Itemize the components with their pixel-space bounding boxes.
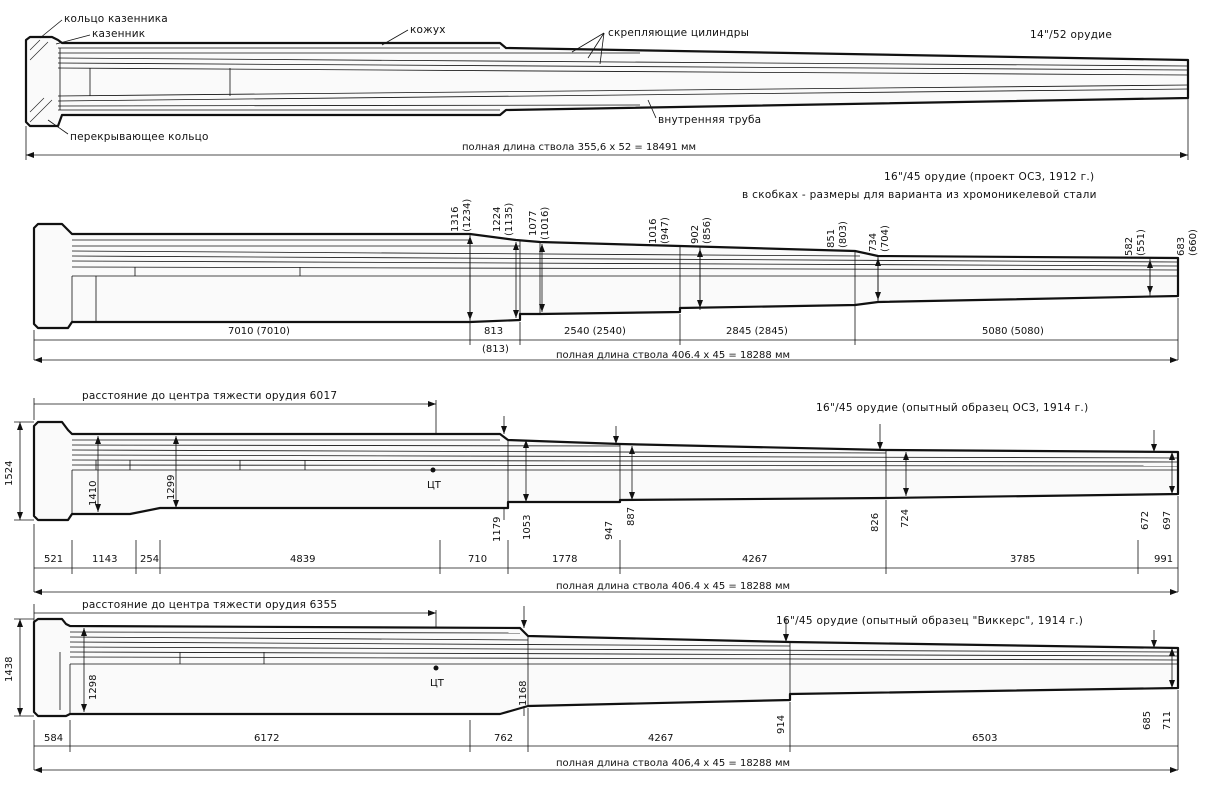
gun4-total-length: полная длина ствола 406,4 х 45 = 18288 м… bbox=[556, 758, 790, 769]
gun2-len-2845: 2845 (2845) bbox=[726, 326, 788, 337]
svg-text:(856): (856) bbox=[702, 217, 713, 244]
gun3-diam-672: 672 bbox=[1140, 511, 1151, 530]
gun3-diam-947: 947 bbox=[604, 521, 615, 540]
gun1-label-hoops: скрепляющие цилиндры bbox=[608, 27, 749, 39]
gun3-cg-mark: ЦТ bbox=[427, 480, 442, 491]
gun3-cg-point bbox=[430, 467, 436, 473]
gun1-title: 14"/52 орудие bbox=[1030, 29, 1112, 41]
gun2-diam-582: 582 bbox=[1124, 237, 1135, 256]
gun3-total-length: полная длина ствола 406.4 х 45 = 18288 м… bbox=[556, 581, 790, 592]
gun4-diameter-labels: 1298 1168 914 685 711 bbox=[81, 606, 1175, 734]
gun4-length-dims: 584 6172 762 4267 6503 bbox=[33, 690, 1179, 770]
gun3-diam-887: 887 bbox=[626, 507, 637, 526]
gun2-diam-1077: 1077 bbox=[528, 211, 539, 236]
gun1-label-breech: казенник bbox=[92, 28, 145, 40]
gun4-title: 16"/45 орудие (опытный образец "Виккерс"… bbox=[776, 615, 1083, 627]
gun2-diam-1224: 1224 bbox=[492, 207, 503, 232]
gun4-len-6172: 6172 bbox=[254, 733, 279, 744]
gun3-diameter-labels: 1410 1299 1179 1053 947 887 826 724 672 … bbox=[88, 416, 1175, 542]
svg-text:(704): (704) bbox=[880, 225, 891, 252]
gun2-subtitle: в скобках - размеры для варианта из хром… bbox=[742, 189, 1097, 201]
gun3-barrel-outline bbox=[32, 420, 1180, 522]
gun3-cg-distance: расстояние до центра тяжести орудия 6017 bbox=[82, 390, 337, 402]
gun2-total-length: полная длина ствола 406.4 х 45 = 18288 м… bbox=[556, 350, 790, 361]
gun3-title: 16"/45 орудие (опытный образец ОСЗ, 1914… bbox=[816, 402, 1088, 414]
gun4-cg-distance: расстояние до центра тяжести орудия 6355 bbox=[82, 599, 337, 611]
gun1-label-overlap-ring: перекрывающее кольцо bbox=[70, 131, 209, 143]
svg-text:(1016): (1016) bbox=[540, 207, 551, 240]
gun3-diam-724: 724 bbox=[900, 509, 911, 528]
gun4-height: 1438 bbox=[4, 657, 15, 682]
gun3-diam-697: 697 bbox=[1162, 511, 1173, 530]
gun1-label-jacket: кожух bbox=[410, 24, 446, 36]
gun3-len-710: 710 bbox=[468, 554, 487, 565]
gun4-cg-mark: ЦТ bbox=[430, 678, 445, 689]
gun-16-45-osz-1914: 16"/45 орудие (опытный образец ОСЗ, 1914… bbox=[4, 390, 1180, 595]
svg-text:(551): (551) bbox=[1136, 229, 1147, 256]
gun2-len-2540: 2540 (2540) bbox=[564, 326, 626, 337]
gun2-diam-851: 851 bbox=[826, 229, 837, 248]
svg-text:(803): (803) bbox=[838, 221, 849, 248]
gun4-len-762: 762 bbox=[494, 733, 513, 744]
gun4-barrel-outline bbox=[32, 617, 1180, 718]
gun3-diam-1299: 1299 bbox=[166, 475, 177, 500]
svg-text:(1135): (1135) bbox=[504, 203, 515, 236]
svg-text:(947): (947) bbox=[660, 217, 671, 244]
gun3-hoops-lines bbox=[71, 439, 1179, 514]
gun2-diam-734: 734 bbox=[868, 233, 879, 252]
gun2-hoops-lines bbox=[71, 234, 1179, 322]
gun1-label-breech-ring: кольцо казенника bbox=[64, 13, 168, 25]
gun3-len-4267: 4267 bbox=[742, 554, 767, 565]
gun3-len-3785: 3785 bbox=[1010, 554, 1035, 565]
gun3-length-dims: 521 1143 254 4839 710 1778 4267 3785 991 bbox=[33, 496, 1179, 592]
gun4-diam-685: 685 bbox=[1142, 711, 1153, 730]
svg-text:(1234): (1234) bbox=[462, 199, 473, 232]
gun4-len-584: 584 bbox=[44, 733, 63, 744]
gun3-diam-826: 826 bbox=[870, 513, 881, 532]
gun3-len-4839: 4839 bbox=[290, 554, 315, 565]
gun4-diam-1298: 1298 bbox=[88, 675, 99, 700]
gun-16-45-osz-1912: 16"/45 орудие (проект ОСЗ, 1912 г.) в ск… bbox=[32, 171, 1199, 363]
gun2-diameter-labels: 1316 (1234) 1224 (1135) 1077 (1016) 1016… bbox=[450, 199, 1199, 256]
gun2-len-7010: 7010 (7010) bbox=[228, 326, 290, 337]
gun4-cg-point bbox=[433, 665, 439, 671]
gun4-hoops-lines bbox=[59, 631, 1179, 714]
gun1-hoops-lines bbox=[57, 47, 1189, 111]
gun3-len-1143: 1143 bbox=[92, 554, 117, 565]
gun1-breech-hatch bbox=[29, 39, 53, 123]
svg-text:(660): (660) bbox=[1188, 229, 1199, 256]
gun4-len-6503: 6503 bbox=[972, 733, 997, 744]
gun-16-45-vickers-1914: 16"/45 орудие (опытный образец "Виккерс"… bbox=[4, 599, 1180, 773]
gun3-diam-1053: 1053 bbox=[522, 515, 533, 540]
gun3-len-991: 991 bbox=[1154, 554, 1173, 565]
gun3-len-254: 254 bbox=[140, 554, 159, 565]
gun1-barrel-outline bbox=[24, 35, 1190, 128]
gun3-diam-1179: 1179 bbox=[492, 517, 503, 542]
gun4-diam-1168: 1168 bbox=[518, 681, 529, 706]
gun1-label-inner-tube: внутренняя труба bbox=[658, 114, 761, 126]
gun-14-52: кольцо казенника казенник кожух скрепляю… bbox=[24, 13, 1190, 160]
gun4-diam-711: 711 bbox=[1162, 711, 1173, 730]
gun2-len-5080: 5080 (5080) bbox=[982, 326, 1044, 337]
gun3-height: 1524 bbox=[4, 461, 15, 486]
gun2-diam-1316: 1316 bbox=[450, 207, 461, 232]
gun2-diam-1016: 1016 bbox=[648, 219, 659, 244]
gun2-len-813: 813 bbox=[484, 326, 503, 337]
gun4-len-4267: 4267 bbox=[648, 733, 673, 744]
gun1-total-length: полная длина ствола 355,6 х 52 = 18491 м… bbox=[462, 142, 696, 153]
gun2-diam-683: 683 bbox=[1176, 237, 1187, 256]
gun2-diam-902: 902 bbox=[690, 225, 701, 244]
gun4-diam-914: 914 bbox=[776, 715, 787, 734]
gun3-len-1778: 1778 bbox=[552, 554, 577, 565]
gun2-len-813-alt: (813) bbox=[482, 344, 509, 355]
gun2-title: 16"/45 орудие (проект ОСЗ, 1912 г.) bbox=[884, 171, 1094, 183]
gun3-diam-1410: 1410 bbox=[88, 481, 99, 506]
gun3-len-521: 521 bbox=[44, 554, 63, 565]
